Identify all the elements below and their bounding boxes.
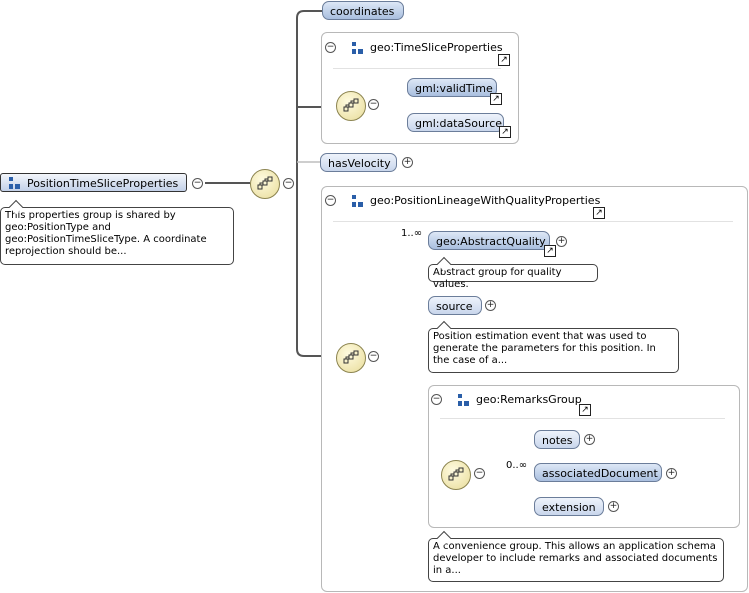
element-label: geo:AbstractQuality [436,235,546,248]
group-label: geo:PositionLineageWithQualityProperties [370,194,601,207]
sequence-collapse-icon[interactable]: − [283,178,294,189]
element-valid-time[interactable]: gml:validTime [407,78,497,97]
element-extension[interactable]: extension [534,497,604,516]
sequence-compositor-icon [336,91,366,121]
expand-icon[interactable]: + [402,157,413,168]
sequence-compositor-icon [441,460,471,490]
link-icon[interactable]: ↗ [499,126,511,138]
expand-icon[interactable]: + [556,236,567,247]
element-label: gml:validTime [415,82,493,95]
link-icon[interactable]: ↗ [544,245,556,257]
group-collapse-icon[interactable]: − [325,42,336,53]
element-has-velocity[interactable]: hasVelocity [320,153,397,172]
element-label: associatedDocument [542,467,658,480]
element-label: coordinates [330,5,395,18]
root-group-node[interactable]: PositionTimeSliceProperties [0,173,187,192]
group-icon [458,393,470,406]
group-icon [352,41,364,54]
element-coordinates[interactable]: coordinates [322,1,404,20]
cardinality-associated-document: 0..∞ [506,460,528,471]
link-icon[interactable]: ↗ [593,207,605,219]
source-documentation: Position estimation event that was used … [428,328,679,373]
group-separator [333,68,501,69]
link-icon[interactable]: ↗ [579,404,591,416]
group-label: geo:TimeSliceProperties [370,41,503,54]
link-icon[interactable]: ↗ [490,93,502,105]
element-abstract-quality[interactable]: geo:AbstractQuality [428,231,550,250]
element-label: source [436,300,473,313]
cardinality-abstract-quality: 1..∞ [401,228,423,239]
element-label: extension [542,501,596,514]
group-collapse-icon[interactable]: − [431,394,442,405]
group-separator [333,221,733,222]
element-label: gml:dataSource [415,117,503,130]
root-collapse-icon[interactable]: − [192,178,203,189]
abstract-quality-documentation: Abstract group for quality values. [428,264,598,290]
group-icon [9,177,21,189]
group-header: − geo:RemarksGroup [431,393,582,406]
sequence-collapse-icon[interactable]: − [368,99,379,110]
sequence-collapse-icon[interactable]: − [368,351,379,362]
group-label: geo:RemarksGroup [476,393,582,406]
sequence-compositor-icon [336,343,366,373]
expand-icon[interactable]: + [485,300,496,311]
expand-icon[interactable]: + [584,434,595,445]
remarks-documentation: A convenience group. This allows an appl… [428,538,724,582]
element-source[interactable]: source [428,296,482,315]
element-label: hasVelocity [328,157,391,170]
group-collapse-icon[interactable]: − [325,195,336,206]
group-header: − geo:PositionLineageWithQualityProperti… [325,194,600,207]
sequence-collapse-icon[interactable]: − [474,468,485,479]
root-label: PositionTimeSliceProperties [27,177,179,190]
group-icon [352,194,364,207]
element-label: notes [542,434,573,447]
sequence-compositor-icon [250,169,280,199]
group-separator [440,418,725,419]
link-icon[interactable]: ↗ [498,54,510,66]
expand-icon[interactable]: + [608,501,619,512]
element-notes[interactable]: notes [534,430,580,449]
element-associated-document[interactable]: associatedDocument [534,463,662,482]
expand-icon[interactable]: + [666,468,677,479]
root-documentation: This properties group is shared by geo:P… [0,207,234,265]
group-header: − geo:TimeSliceProperties [325,41,503,54]
element-data-source[interactable]: gml:dataSource [407,113,504,132]
